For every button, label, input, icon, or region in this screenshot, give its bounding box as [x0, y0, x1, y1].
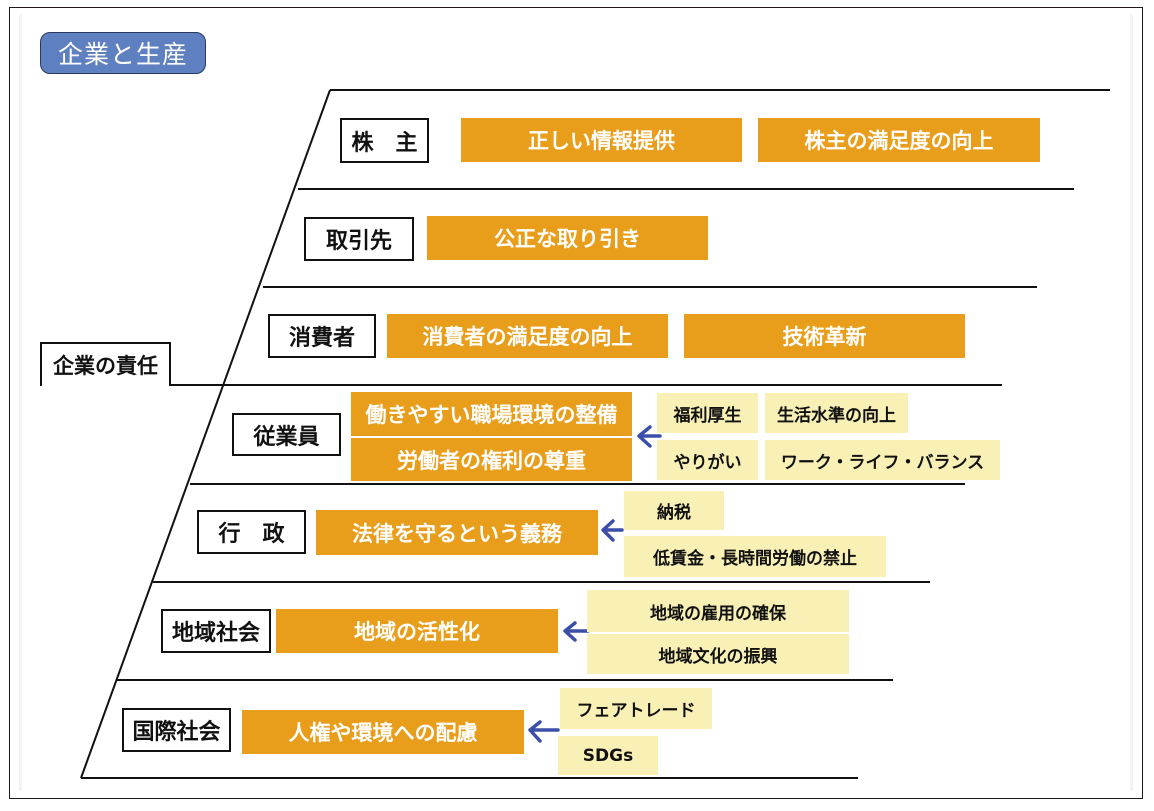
responsibility-box: 労働者の権利の尊重: [351, 438, 632, 481]
detail-box: 地域文化の振興: [587, 634, 849, 674]
diagram-frame: [9, 7, 1143, 799]
detail-box: やりがい: [657, 440, 758, 480]
responsibility-box: 地域の活性化: [276, 609, 558, 653]
responsibility-box: 株主の満足度の向上: [758, 118, 1040, 162]
arrow-left-icon: [528, 720, 560, 743]
responsibility-box: 働きやすい職場環境の整備: [351, 392, 632, 436]
page-title: 企業と生産: [40, 32, 206, 74]
detail-box: 生活水準の向上: [765, 393, 908, 433]
responsibility-box: 公正な取り引き: [427, 216, 708, 260]
detail-box: 地域の雇用の確保: [587, 590, 849, 632]
responsibility-box: 正しい情報提供: [461, 118, 742, 162]
detail-box: 福利厚生: [657, 393, 758, 433]
responsibility-box: 法律を守るという義務: [316, 510, 598, 555]
detail-box: SDGs: [558, 736, 658, 775]
detail-box: ワーク・ライフ・バランス: [765, 440, 1000, 480]
responsibility-box: 技術革新: [684, 314, 965, 358]
detail-box: フェアトレード: [560, 688, 712, 729]
arrow-left-icon: [563, 621, 590, 642]
stakeholder-label-consumers: 消費者: [268, 314, 376, 358]
frame-inner-line-left: [19, 14, 22, 791]
corporate-responsibility-label: 企業の責任: [40, 342, 171, 386]
stakeholder-label-shareholders: 株 主: [340, 118, 429, 163]
frame-inner-line-right: [1130, 14, 1133, 791]
stakeholder-label-local-community: 地域社会: [161, 609, 271, 653]
stakeholder-label-international-community: 国際社会: [122, 708, 231, 752]
pyramid-slope-line: [80, 89, 331, 779]
stakeholder-label-employees: 従業員: [232, 413, 341, 456]
detail-box: 低賃金・長時間労働の禁止: [624, 536, 886, 577]
stakeholder-label-government: 行 政: [197, 510, 306, 554]
stakeholder-label-business-partners: 取引先: [304, 217, 414, 261]
detail-box: 納税: [624, 491, 724, 530]
responsibility-box: 消費者の満足度の向上: [387, 314, 668, 358]
arrow-left-icon: [637, 425, 662, 448]
responsibility-box: 人権や環境への配慮: [242, 710, 524, 754]
arrow-left-icon: [601, 519, 624, 542]
